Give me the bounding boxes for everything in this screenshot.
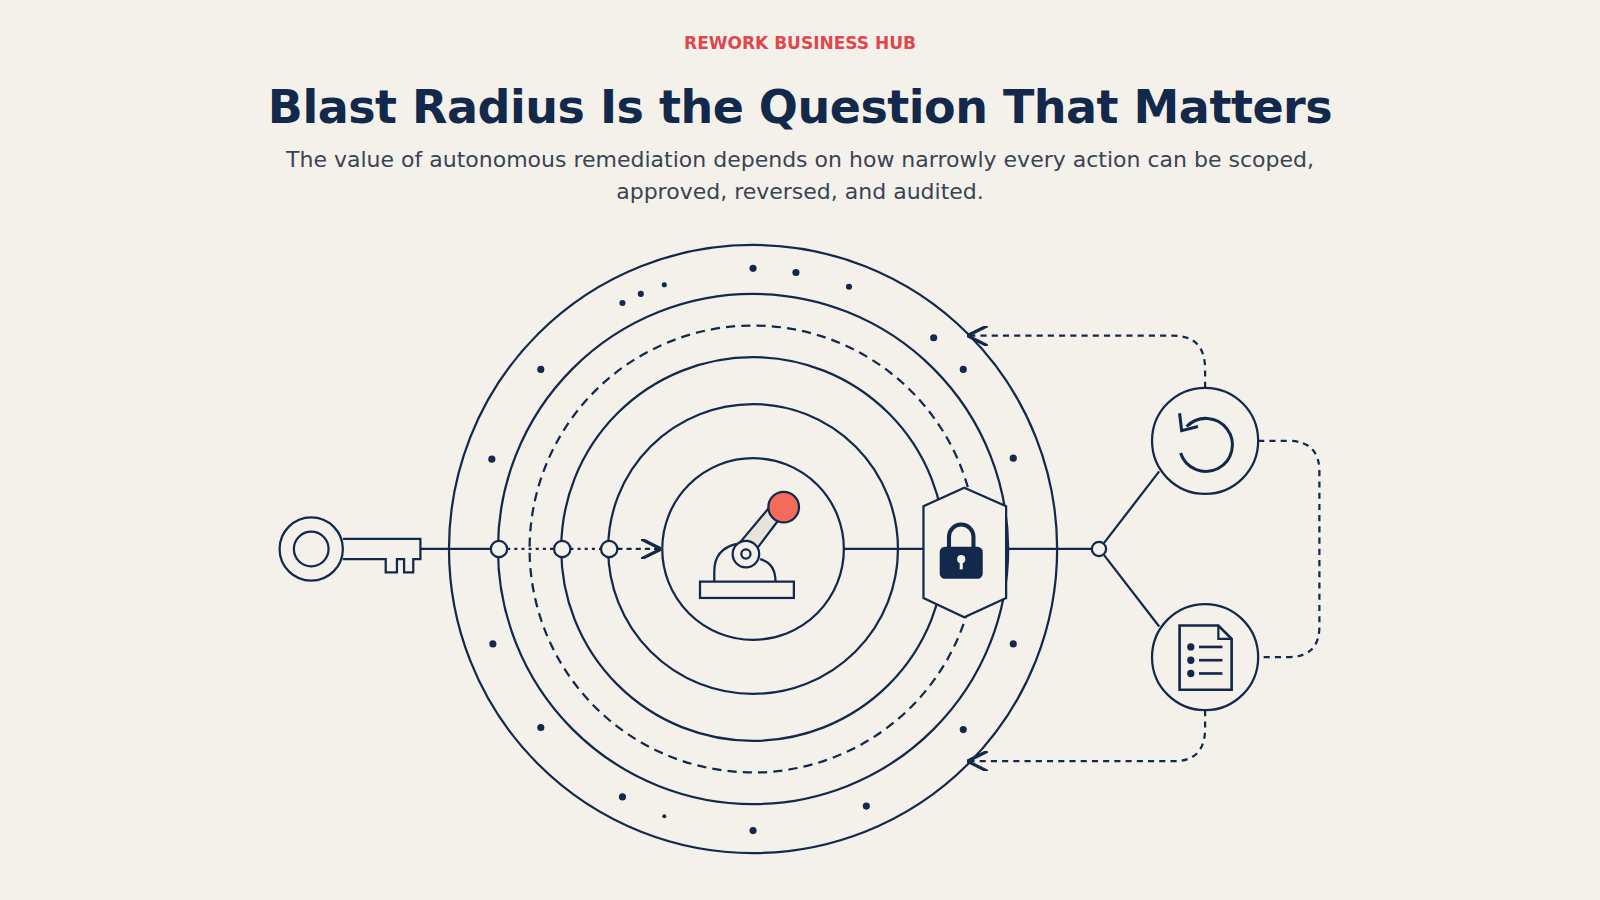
dotted-wire bbox=[570, 548, 601, 550]
list-bullet bbox=[1188, 658, 1193, 663]
dot bbox=[930, 334, 937, 341]
dot bbox=[537, 366, 544, 373]
key-bow-hole bbox=[294, 532, 329, 567]
dotted-wire bbox=[507, 548, 554, 550]
key-shaft bbox=[343, 539, 421, 573]
scatter-dots bbox=[488, 265, 1017, 834]
lock-gate bbox=[843, 471, 1159, 626]
audit-circle bbox=[1152, 604, 1258, 710]
dot bbox=[619, 793, 626, 800]
dot bbox=[960, 366, 967, 373]
dot bbox=[960, 726, 967, 733]
branch-wire bbox=[1104, 471, 1159, 542]
dot bbox=[792, 269, 799, 276]
ring bbox=[498, 294, 1008, 804]
junction bbox=[554, 541, 570, 557]
list-line bbox=[1199, 646, 1222, 649]
list-bullet bbox=[1188, 671, 1193, 676]
key-bow bbox=[280, 517, 343, 580]
rollback-circle bbox=[1152, 388, 1258, 494]
wire bbox=[1006, 548, 1092, 550]
dot bbox=[846, 284, 852, 290]
lever-pivot-center bbox=[741, 549, 750, 558]
dot bbox=[537, 724, 544, 731]
lever-base bbox=[700, 582, 794, 598]
audit-document bbox=[1180, 626, 1232, 690]
lever-symbol bbox=[700, 492, 799, 598]
wire bbox=[843, 548, 924, 550]
lever-pivot bbox=[733, 541, 760, 568]
lever-knob bbox=[768, 492, 799, 523]
undo-arrow bbox=[1181, 418, 1233, 471]
feedback-arrow bbox=[969, 336, 1205, 388]
dot bbox=[489, 640, 496, 647]
junction bbox=[601, 541, 617, 557]
branch-wire bbox=[1104, 555, 1159, 626]
dot bbox=[619, 300, 625, 306]
lever-dome bbox=[760, 559, 775, 581]
document-fold bbox=[1218, 626, 1231, 639]
dashed-ring bbox=[530, 326, 977, 773]
title: Blast Radius Is the Question That Matter… bbox=[0, 80, 1600, 134]
rollback-audit bbox=[969, 336, 1319, 762]
junction bbox=[491, 541, 507, 557]
list-line bbox=[1199, 672, 1222, 675]
list-line bbox=[1199, 659, 1222, 662]
wire bbox=[420, 548, 490, 550]
dot bbox=[863, 803, 870, 810]
lock-shackle bbox=[949, 524, 973, 548]
dot bbox=[662, 282, 667, 287]
dashed-arrow bbox=[617, 548, 659, 550]
dot bbox=[488, 456, 495, 463]
key-path bbox=[280, 517, 660, 580]
dot bbox=[662, 814, 666, 818]
ring bbox=[561, 357, 945, 741]
dot bbox=[749, 265, 756, 272]
dot bbox=[1010, 640, 1017, 647]
outer-ring bbox=[449, 245, 1057, 853]
feedback-arrow bbox=[969, 710, 1205, 761]
subtitle: The value of autonomous remediation depe… bbox=[260, 144, 1340, 208]
feedback-loop bbox=[1258, 441, 1319, 657]
blast-rings bbox=[449, 245, 1057, 853]
shield-hexagon bbox=[923, 488, 1006, 618]
junction bbox=[1092, 542, 1106, 556]
dot bbox=[749, 827, 756, 834]
inner-ring bbox=[662, 458, 844, 640]
brand-label: REWORK BUSINESS HUB bbox=[0, 33, 1600, 53]
undo-arrowhead bbox=[1180, 413, 1198, 430]
keyhole bbox=[960, 560, 963, 569]
lock-body bbox=[941, 548, 982, 578]
dot bbox=[638, 291, 644, 297]
dot bbox=[1010, 455, 1017, 462]
list-bullet bbox=[1188, 644, 1193, 649]
